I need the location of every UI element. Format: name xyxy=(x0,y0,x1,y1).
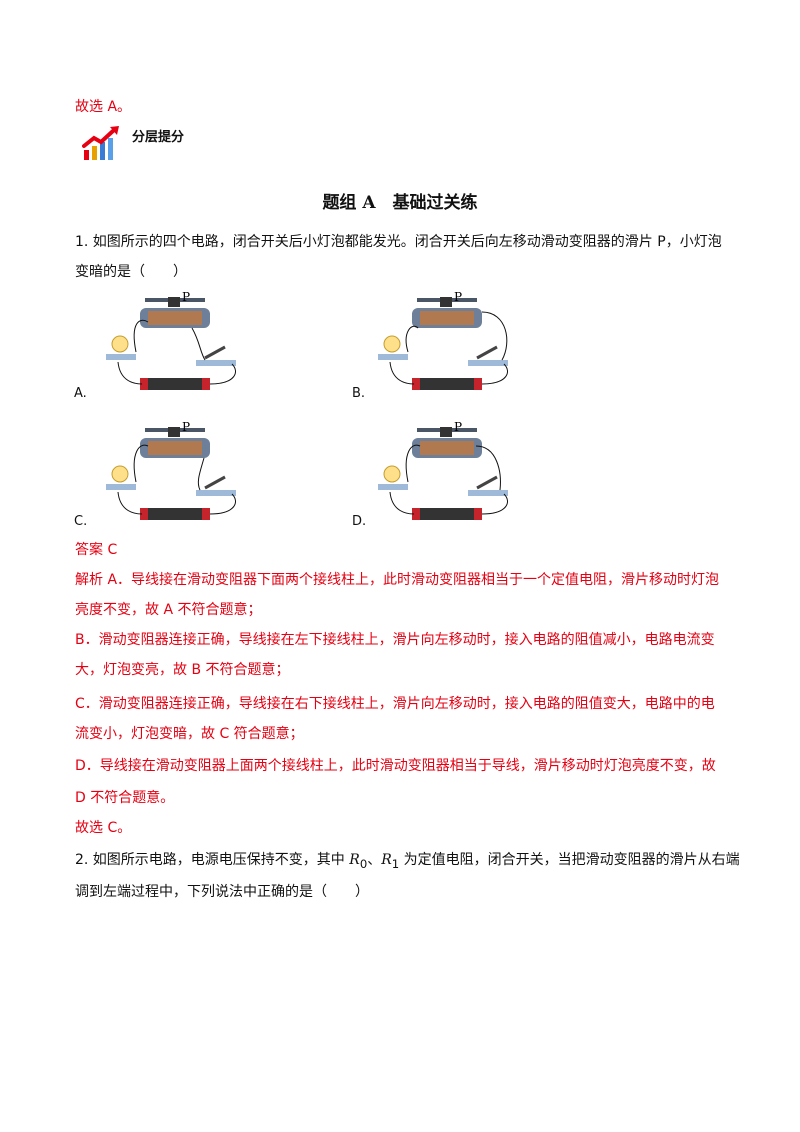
battery xyxy=(140,508,210,520)
q2-stem-line2: 调到左端过程中，下列说法中正确的是（ ） xyxy=(75,884,369,900)
group-title: 题组 A 基础过关练 xyxy=(322,193,478,213)
q1-analysis-line: C．滑动变阻器连接正确，导线接在右下接线柱上，滑片向左移动时，接入电路的阻值变大… xyxy=(75,696,715,712)
bulb xyxy=(106,465,136,490)
section-label: 分层提分 xyxy=(132,130,185,145)
q2-stem-prefix: 2. 如图所示电路，电源电压保持不变，其中 xyxy=(75,852,350,868)
switch xyxy=(196,475,236,496)
q1-analysis-line: 亮度不变，故 A 不符合题意； xyxy=(75,602,262,618)
q1-analysis-line: B．滑动变阻器连接正确，导线接在左下接线柱上，滑片向左移动时，接入电路的阻值减小… xyxy=(75,632,715,648)
option-b-label: B. xyxy=(352,386,366,401)
growth-chart-icon xyxy=(82,124,124,162)
q2-stem-line1: 2. 如图所示电路，电源电压保持不变，其中 R0、R1 为定值电阻，闭合开关，当… xyxy=(75,850,740,874)
q1-analysis-line: D 不符合题意。 xyxy=(75,790,175,806)
r0-subscript: 0 xyxy=(359,856,368,871)
q1-analysis-line: D．导线接在滑动变阻器上面两个接线柱上，此时滑动变阻器相当于导线，滑片移动时灯泡… xyxy=(75,758,716,774)
switch xyxy=(196,345,236,366)
battery xyxy=(412,508,482,520)
circuit-figure-a: P xyxy=(106,292,236,390)
q1-stem-line1: 1. 如图所示的四个电路，闭合开关后小灯泡都能发光。闭合开关后向左移动滑动变阻器… xyxy=(75,234,722,250)
circuit-figure-b: P xyxy=(378,292,508,390)
r1-subscript: 1 xyxy=(391,856,400,871)
slider-label: P xyxy=(182,422,190,434)
slider-label: P xyxy=(182,292,190,304)
option-c-label: C. xyxy=(74,514,88,529)
previous-answer: 故选 A。 xyxy=(75,99,132,115)
rheostat: P xyxy=(140,292,210,328)
bulb xyxy=(106,335,136,360)
battery xyxy=(412,378,482,390)
q1-answer: 答案 C xyxy=(75,542,118,558)
slider-label: P xyxy=(454,422,462,434)
battery xyxy=(140,378,210,390)
q1-analysis-line: 大，灯泡变亮，故 B 不符合题意； xyxy=(75,662,290,678)
q1-analysis-line: 解析 A．导线接在滑动变阻器下面两个接线柱上，此时滑动变阻器相当于一个定值电阻，… xyxy=(75,572,720,588)
option-d-label: D. xyxy=(352,514,367,529)
q1-stem-line2: 变暗的是（ ） xyxy=(75,264,187,280)
q1-analysis-line: 流变小，灯泡变暗，故 C 符合题意； xyxy=(75,726,304,742)
r1-symbol: R xyxy=(381,852,392,868)
rheostat: P xyxy=(412,422,482,458)
q2-stem-suffix: 为定值电阻，闭合开关，当把滑动变阻器的滑片从右端 xyxy=(399,852,740,868)
option-a-label: A. xyxy=(74,386,87,401)
q1-conclusion: 故选 C。 xyxy=(75,820,132,836)
switch xyxy=(468,475,508,496)
circuit-figure-c: P xyxy=(106,422,236,520)
bulb xyxy=(378,465,408,490)
circuit-figure-d: P xyxy=(378,422,508,520)
r0-symbol: R xyxy=(349,852,360,868)
rheostat: P xyxy=(140,422,210,458)
q2-separator: 、 xyxy=(367,852,382,868)
switch xyxy=(468,345,508,366)
rheostat: P xyxy=(412,292,482,328)
bulb xyxy=(378,335,408,360)
slider-label: P xyxy=(454,292,462,304)
